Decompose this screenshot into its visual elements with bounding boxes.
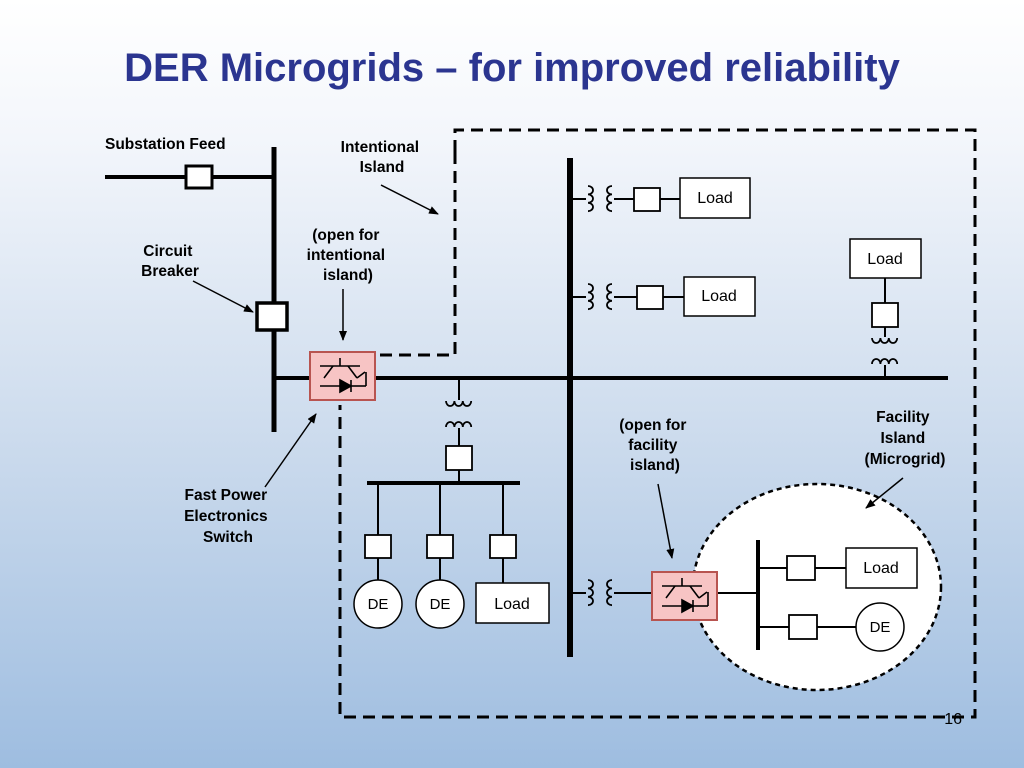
svg-text:DE: DE	[430, 596, 451, 613]
arrow-fast-switch	[264, 413, 317, 488]
svg-text:Load: Load	[863, 560, 899, 577]
breaker	[633, 187, 661, 212]
svg-text:Load: Load	[697, 190, 733, 207]
load-box: Load	[845, 547, 918, 589]
breaker	[871, 302, 899, 328]
label-fast-switch: Fast Power Electronics Switch	[184, 487, 272, 546]
load-box: Load	[475, 582, 550, 624]
label-substation-feed: Substation Feed	[105, 136, 226, 153]
label-facility-island: Facility Island (Microgrid)	[865, 409, 946, 468]
svg-text:Load: Load	[867, 251, 903, 268]
intentional-island-boundary	[338, 128, 977, 719]
arrow-circuit-breaker	[192, 280, 254, 313]
label-open-intentional: (open for intentional island)	[307, 227, 390, 284]
transformer-icon	[587, 185, 613, 213]
breaker	[788, 614, 818, 640]
breaker	[636, 285, 664, 310]
arrow-open-facility	[657, 483, 675, 559]
label-open-facility: (open for facility island)	[619, 417, 690, 474]
load-box: Load	[849, 238, 922, 279]
circuit-breaker	[255, 301, 289, 332]
load-box: Load	[683, 276, 756, 317]
fast-switch-facility	[651, 571, 718, 621]
label-intentional-island: Intentional Island	[341, 139, 424, 176]
buses	[105, 147, 948, 657]
transformer-icon	[587, 579, 613, 607]
svg-text:DE: DE	[870, 619, 891, 636]
de-generator: DE	[353, 579, 403, 629]
svg-text:Load: Load	[701, 288, 737, 305]
substation-breaker	[184, 164, 214, 190]
arrow-intentional-island	[380, 184, 439, 215]
de-generator: DE	[855, 602, 905, 652]
slide-title: DER Microgrids – for improved reliabilit…	[124, 46, 900, 90]
page-number: 16	[944, 711, 962, 728]
transformer-icon	[587, 283, 613, 311]
breaker	[786, 555, 816, 581]
svg-text:Load: Load	[494, 596, 530, 613]
svg-text:DE: DE	[368, 596, 389, 613]
de-generator: DE	[415, 579, 465, 629]
label-circuit-breaker: Circuit Breaker	[141, 243, 199, 280]
breaker	[364, 534, 392, 559]
fast-switch-intentional	[309, 351, 376, 401]
breaker	[426, 534, 454, 559]
load-box: Load	[679, 177, 751, 219]
breaker	[489, 534, 517, 559]
breaker	[445, 445, 473, 471]
transformer-icon	[871, 337, 899, 365]
arrow-facility-island	[865, 477, 904, 509]
transformer-icon	[445, 400, 473, 428]
